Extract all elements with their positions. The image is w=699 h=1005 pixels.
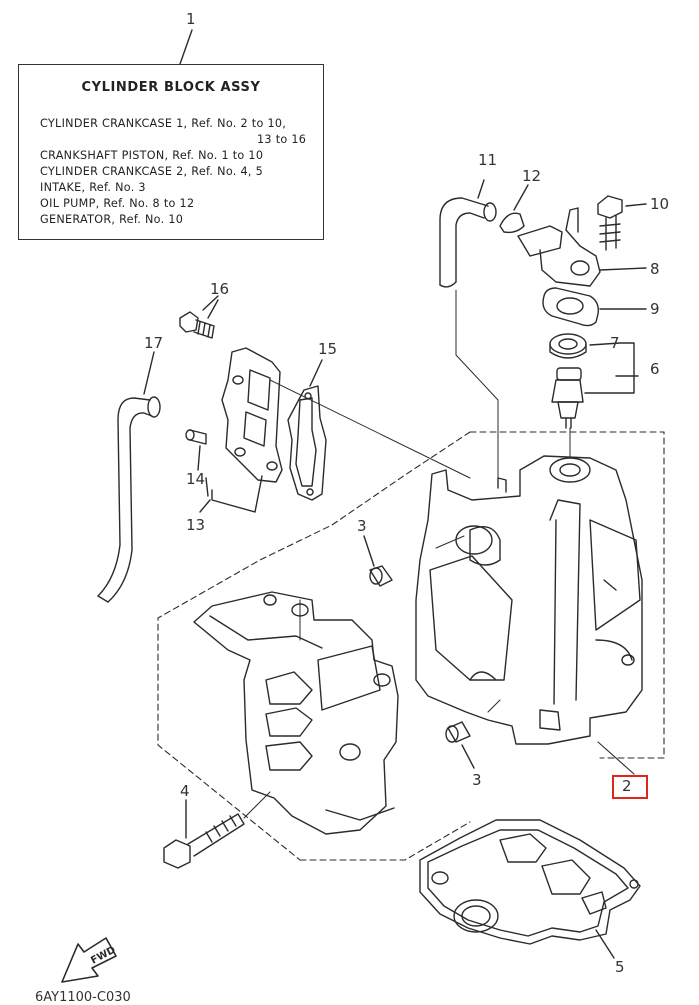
dowel-3-lower	[445, 721, 475, 769]
ref-number-11: 11	[478, 151, 498, 169]
legend-line-5: INTAKE, Ref. No. 3	[40, 181, 146, 194]
ref-number-8: 8	[650, 260, 660, 278]
legend-line-3: CRANKSHAFT PISTON, Ref. No. 1 to 10	[40, 149, 264, 162]
ref-number-12: 12	[522, 167, 542, 185]
seal-7	[549, 333, 587, 359]
intake-manifold-13	[199, 347, 471, 513]
gasket-9	[542, 287, 647, 327]
legend-line-2: 13 to 16	[257, 133, 307, 146]
legend-title: CYLINDER BLOCK ASSY	[81, 80, 261, 95]
ref-number-13: 13	[186, 516, 206, 534]
bracket-6-7	[584, 342, 635, 394]
ref-number-15: 15	[318, 340, 338, 358]
highlight-box	[612, 775, 648, 799]
gasket-5	[419, 819, 641, 959]
ref-number-1: 1	[186, 10, 196, 28]
ref-number-4: 4	[180, 782, 190, 800]
ref-number-10: 10	[650, 195, 670, 213]
ref-number-3-upper: 3	[357, 517, 367, 535]
diagram-code: 6AY1100-C030	[35, 990, 131, 1005]
hose-11	[439, 179, 497, 288]
legend-line-6: OIL PUMP, Ref. No. 8 to 12	[40, 197, 195, 210]
ref-number-5: 5	[615, 958, 625, 976]
hose-17	[97, 351, 161, 603]
gasket-15	[287, 359, 327, 501]
ref-number-14: 14	[186, 470, 206, 488]
ref-number-3-lower: 3	[472, 771, 482, 789]
bolt-4	[163, 791, 271, 869]
ref-number-7: 7	[610, 334, 620, 352]
ref-number-17: 17	[144, 334, 164, 352]
ref-number-16: 16	[210, 280, 230, 298]
cylinder-block-2	[415, 289, 643, 775]
legend-line-4: CYLINDER CRANKCASE 2, Ref. No. 4, 5	[40, 165, 264, 178]
ref-number-6: 6	[650, 360, 660, 378]
leader-16	[207, 299, 219, 319]
clip-12	[499, 184, 529, 234]
leader-14	[205, 477, 209, 497]
oil-pump-8	[517, 207, 647, 287]
fwd-arrow-icon	[61, 937, 117, 983]
legend-line-1: CYLINDER CRANKCASE 1, Ref. No. 2 to 10,	[40, 117, 287, 130]
ref-number-2: 2	[622, 777, 632, 795]
leader-1	[179, 29, 193, 65]
legend-line-7: GENERATOR, Ref. No. 10	[40, 213, 184, 226]
bolt-10	[597, 195, 647, 251]
assembly-outline	[157, 431, 665, 861]
thermostat-6	[551, 367, 584, 429]
ref-number-9: 9	[650, 300, 660, 318]
dowel-3-upper	[363, 535, 393, 587]
crankcase-1	[193, 591, 399, 835]
bolt-16	[179, 295, 219, 339]
stud-14	[185, 429, 207, 471]
parts-legend-box: CYLINDER BLOCK ASSY CYLINDER CRANKCASE 1…	[18, 64, 324, 240]
